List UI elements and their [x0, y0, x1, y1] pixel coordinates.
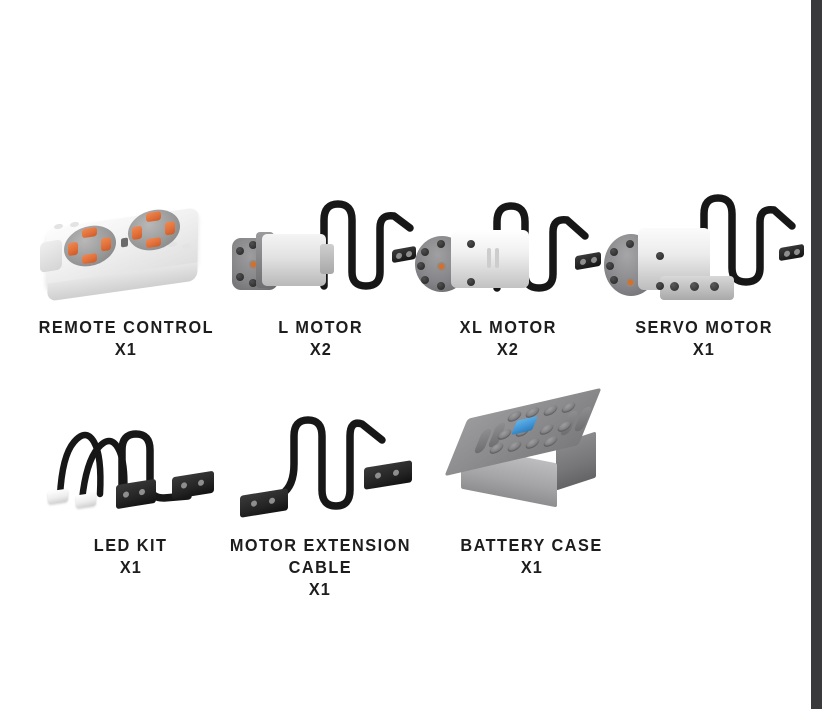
part-qty-led-kit: X1	[119, 557, 143, 577]
part-card-xl-motor[interactable]: XL MOTOR X2	[415, 196, 601, 360]
right-edge-strip[interactable]	[811, 0, 822, 709]
part-qty-remote-control: X1	[114, 339, 138, 359]
part-qty-xl-motor: X2	[496, 339, 520, 359]
part-qty-battery-case: X1	[520, 557, 544, 577]
servo-motor-image	[604, 194, 804, 316]
part-label-motor-extension-cable: MOTOR EXTENSION CABLE	[229, 535, 411, 577]
part-qty-motor-extension-cable: X1	[308, 579, 332, 599]
part-label-l-motor: L MOTOR	[278, 317, 364, 337]
battery-case-image	[444, 387, 612, 534]
cable-path-icon	[700, 194, 796, 286]
part-card-led-kit[interactable]: LED KIT X1	[40, 412, 222, 578]
part-card-battery-case[interactable]: BATTERY CASE X1	[435, 387, 629, 578]
part-label-battery-case: BATTERY CASE	[460, 535, 604, 555]
xl-motor-image	[415, 196, 601, 316]
part-card-remote-control[interactable]: REMOTE CONTROL X1	[16, 196, 236, 360]
part-label-led-kit: LED KIT	[94, 535, 168, 555]
led-kit-image	[40, 412, 222, 534]
part-card-l-motor[interactable]: L MOTOR X2	[232, 196, 416, 360]
remote-control-image	[36, 196, 216, 316]
cable-path-icon	[266, 416, 386, 510]
part-label-xl-motor: XL MOTOR	[459, 317, 557, 337]
motor-extension-cable-image	[216, 412, 424, 534]
part-label-servo-motor: SERVO MOTOR	[635, 317, 773, 337]
l-motor-image	[232, 196, 416, 316]
part-card-servo-motor[interactable]: SERVO MOTOR X1	[604, 194, 804, 360]
part-qty-servo-motor: X1	[692, 339, 716, 359]
part-label-remote-control: REMOTE CONTROL	[38, 317, 214, 337]
cable-path-icon	[493, 202, 589, 292]
part-qty-l-motor: X2	[309, 339, 333, 359]
cable-path-icon	[320, 200, 414, 290]
part-card-motor-extension-cable[interactable]: MOTOR EXTENSION CABLE X1	[216, 412, 424, 600]
